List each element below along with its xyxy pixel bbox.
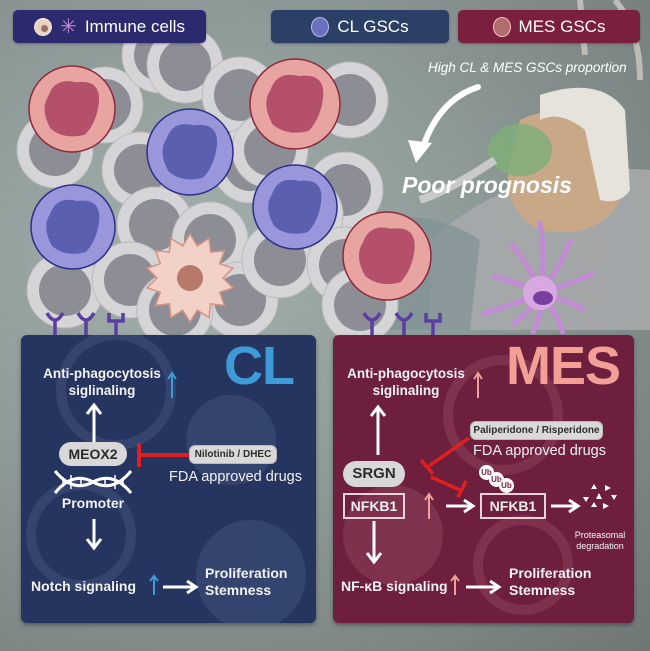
legend-immune-label: Immune cells bbox=[84, 16, 185, 36]
cl-cell-icon bbox=[311, 16, 330, 37]
nfkb-signaling-label: NF-κB signaling bbox=[341, 578, 448, 594]
meox2-gene: MEOX2 bbox=[59, 442, 127, 466]
mes-nfkb-signal-up-arrow-icon bbox=[450, 574, 460, 595]
mes-drug-label: Paliperidone / Risperidone bbox=[470, 421, 603, 440]
mes-anti-phago-line1: Anti-phagocytosis bbox=[347, 366, 465, 381]
receptor-icon bbox=[424, 313, 442, 337]
cl-drug-label: Nilotinib / DHEC bbox=[189, 445, 277, 464]
nfkb1-right-box: NFKB1 bbox=[480, 493, 546, 519]
legend-mes-gscs: MES GSCs bbox=[458, 10, 640, 43]
mes-up-arrow-small-icon bbox=[473, 371, 483, 398]
mes-outcome-text: Proliferation Stemness bbox=[509, 565, 591, 599]
receptor-icon bbox=[394, 312, 414, 337]
degradation-line1: Proteasomal bbox=[574, 530, 626, 540]
cl-notch-up-arrow-icon bbox=[149, 574, 159, 595]
outcome-caption: Poor prognosis bbox=[402, 172, 572, 198]
receptor-icon bbox=[362, 312, 382, 337]
proportion-caption: High CL & MES GSCs proportion bbox=[428, 60, 627, 75]
mes-up-arrow-icon bbox=[369, 404, 387, 455]
cl-inhibition-icon bbox=[137, 443, 191, 467]
mes-down-arrow-icon bbox=[365, 521, 383, 565]
mes-gsc-cell bbox=[342, 211, 432, 301]
mes-right-arrow-icon bbox=[466, 579, 502, 595]
nfkb-right-arrow-icon bbox=[446, 498, 476, 514]
mes-cell-icon bbox=[492, 16, 511, 37]
red-blood-cell bbox=[26, 251, 104, 329]
cl-anti-phago-line1: Anti-phagocytosis bbox=[43, 366, 161, 381]
oxygen-mask bbox=[488, 124, 552, 176]
cl-gsc-cell bbox=[146, 108, 234, 196]
mes-gsc-cell bbox=[28, 65, 116, 153]
cl-up-arrow-icon bbox=[85, 402, 103, 443]
degradation-line2: degradation bbox=[576, 541, 624, 551]
cl-outcome-line2: Stemness bbox=[205, 582, 272, 598]
mes-inhibition-icons bbox=[419, 436, 471, 498]
degradation-arrow-icon bbox=[551, 498, 581, 514]
cl-down-arrow-icon bbox=[85, 519, 103, 551]
cl-outcome-line1: Proliferation bbox=[205, 565, 288, 581]
receptor-icon bbox=[107, 313, 125, 337]
dna-icon bbox=[53, 470, 133, 494]
legend-mes-label: MES GSCs bbox=[518, 16, 606, 36]
legend-cl-gscs: CL GSCs bbox=[271, 10, 449, 43]
degradation-text: Proteasomal degradation bbox=[569, 530, 631, 552]
mes-panel-title: MES bbox=[505, 336, 621, 396]
receptor-icon bbox=[45, 312, 65, 337]
srgn-gene: SRGN bbox=[343, 461, 405, 487]
head-bandage bbox=[540, 87, 630, 202]
cl-outcome-text: Proliferation Stemness bbox=[205, 565, 287, 599]
mes-panel-background-cells bbox=[343, 355, 573, 615]
macrophage-cell bbox=[481, 220, 595, 335]
mes-anti-phago-text: Anti-phagocytosis siglinaling bbox=[333, 365, 481, 399]
cl-up-arrow-small-icon bbox=[167, 371, 177, 398]
macrophage-icon: ✳ bbox=[60, 15, 77, 38]
cl-anti-phago-text: Anti-phagocytosis siglinaling bbox=[27, 365, 177, 399]
mes-fda-label: FDA approved drugs bbox=[473, 443, 606, 459]
legend-immune-cells: ✳ Immune cells bbox=[13, 10, 206, 43]
legend-cl-label: CL GSCs bbox=[337, 16, 409, 36]
nfkb1-left-box: NFKB1 bbox=[343, 493, 405, 519]
mes-outcome-line2: Stemness bbox=[509, 582, 576, 598]
mes-gsc-cell bbox=[249, 58, 341, 150]
cl-panel: CL Anti-phagocytosis siglinaling MEOX2 N… bbox=[21, 335, 316, 623]
mes-nfkb-up-arrow-icon bbox=[424, 492, 434, 519]
ubiquitin-3: Ub bbox=[499, 478, 514, 493]
notch-signaling-label: Notch signaling bbox=[31, 578, 136, 594]
cl-panel-title: CL bbox=[224, 336, 295, 396]
receptor-icon bbox=[76, 312, 96, 337]
promoter-label: Promoter bbox=[61, 495, 125, 511]
mes-panel: MES Anti-phagocytosis siglinaling Palipe… bbox=[333, 335, 634, 623]
dendritic-cell-icon bbox=[34, 17, 53, 36]
cl-gsc-cell bbox=[30, 184, 116, 270]
cl-fda-label: FDA approved drugs bbox=[169, 469, 302, 485]
mes-anti-phago-line2: siglinaling bbox=[372, 383, 440, 398]
cl-anti-phago-line2: siglinaling bbox=[68, 383, 136, 398]
oxygen-tube bbox=[418, 156, 498, 204]
cl-right-arrow-icon bbox=[163, 579, 199, 595]
cl-gsc-cell bbox=[252, 164, 338, 250]
proteasome-fragments-icon bbox=[583, 484, 617, 509]
dendritic-cell bbox=[145, 232, 235, 324]
mes-outcome-line1: Proliferation bbox=[509, 565, 592, 581]
